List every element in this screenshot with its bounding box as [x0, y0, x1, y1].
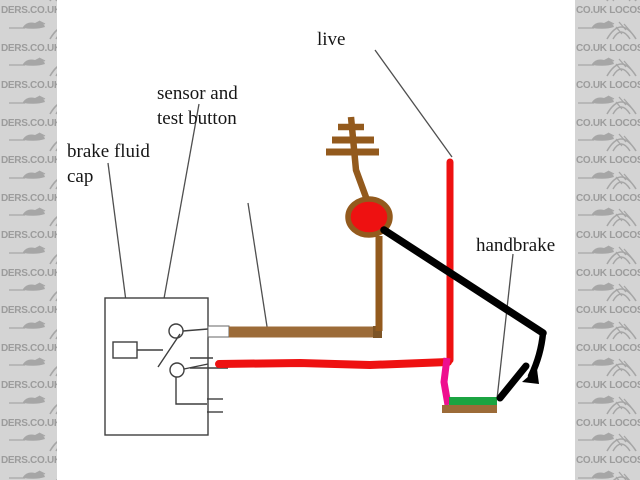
watermark-text: CO.UK LOCOST: [576, 380, 640, 391]
watermark-tile: DERS.CO.UK LO: [0, 428, 57, 466]
watermark-tile: DERS.CO.UK LO: [0, 316, 57, 354]
label-handbrake: handbrake: [476, 235, 556, 256]
watermark-text: DERS.CO.UK LO: [1, 5, 57, 16]
watermark-tile: DERS.CO.UK LO: [0, 128, 57, 166]
watermark-tile: DERS.CO.UK LO: [0, 203, 57, 241]
lever-handle: [380, 226, 547, 337]
watermark-tile: DERS.CO.UK LO: [0, 166, 57, 204]
watermark-tile: DERS.CO.UK LO: [0, 91, 57, 129]
watermark-text: CO.UK LOCOST: [576, 192, 640, 204]
label-brake-fluid: brake fluid cap: [67, 139, 150, 189]
leader-sensor-wire: [247, 202, 269, 334]
leader-lines: [107, 49, 514, 400]
leader-live: [374, 49, 453, 158]
watermark-tile: CO.UK LOCOST: [575, 16, 640, 54]
watermark-text: DERS.CO.UK LO: [1, 417, 57, 429]
watermark-text: CO.UK LOCOST: [576, 155, 640, 166]
watermark-tile: CO.UK LOCOST: [575, 353, 640, 391]
watermark-text: DERS.CO.UK LO: [1, 117, 57, 129]
switch-arm: [157, 333, 181, 368]
watermark-tile: CO.UK LOCOST: [575, 128, 640, 166]
watermark-text: DERS.CO.UK LO: [1, 455, 57, 466]
watermark-text: CO.UK LOCOST: [576, 5, 640, 16]
watermark-text: DERS.CO.UK LO: [1, 42, 57, 54]
watermark-text: DERS.CO.UK LO: [1, 192, 57, 204]
leader-brake-fluid-cap: [107, 162, 128, 310]
watermark-tile: CO.UK LOCOST: [575, 278, 640, 316]
watermark-text: CO.UK LOCOST: [576, 117, 640, 129]
watermark-text: DERS.CO.UK LO: [1, 305, 57, 316]
watermark-tile: CO.UK LOCOST: [575, 391, 640, 429]
watermark-text: CO.UK LOCOST: [576, 80, 640, 91]
watermark-tile: CO.UK LOCOST: [575, 203, 640, 241]
lever-lower-arm: [527, 329, 547, 380]
watermark-tile: DERS.CO.UK LO: [0, 353, 57, 391]
watermark-tile: DERS.CO.UK LO: [0, 16, 57, 54]
terminal-top-lead: [182, 328, 209, 332]
internal-earth-lead: [175, 377, 207, 405]
watermark-tile: DERS.CO.UK LO: [0, 0, 57, 16]
label-live: live: [317, 29, 346, 50]
watermark-tile: CO.UK LOCOST: [575, 53, 640, 91]
label-sensor-line1: sensor and: [157, 83, 238, 104]
terminal-bottom-lead: [183, 363, 209, 370]
watermark-text: DERS.CO.UK LO: [1, 155, 57, 166]
watermark-tile: DERS.CO.UK LO: [0, 241, 57, 279]
watermark-column-left: DERS.CO.UK LO DERS.CO.UK LO DERS.CO.UK L…: [0, 0, 57, 480]
watermark-column-right: CO.UK LOCOST CO.UK LOCOST CO.UK LOCOST C…: [575, 0, 640, 480]
watermark-tile: DERS.CO.UK LO: [0, 53, 57, 91]
label-sensor-line2: test button: [157, 108, 237, 129]
watermark-text: CO.UK LOCOST: [576, 267, 640, 279]
watermark-text: DERS.CO.UK LO: [1, 380, 57, 391]
watermark-text: CO.UK LOCOST: [576, 230, 640, 241]
reservoir-box-group: [104, 297, 228, 436]
handbrake-switch-contact-green: [449, 397, 497, 406]
earth-symbol: [326, 116, 379, 202]
watermark-tile: CO.UK LOCOST: [575, 91, 640, 129]
watermark-tile: CO.UK LOCOST: [575, 316, 640, 354]
feed-wire-horizontal: [215, 358, 452, 370]
watermark-text: DERS.CO.UK LO: [1, 230, 57, 241]
label-brake-fluid-line1: brake fluid: [67, 141, 150, 162]
watermark-text: DERS.CO.UK LO: [1, 267, 57, 279]
label-sensor: sensor and test button: [157, 81, 238, 131]
label-brake-fluid-line2: cap: [67, 166, 94, 187]
sensor-terminal-bottom: [169, 362, 185, 378]
lever-ratchet-arm: [496, 362, 530, 402]
handbrake-lever: [380, 226, 547, 402]
watermark-text: DERS.CO.UK LO: [1, 80, 57, 91]
watermark-tile: CO.UK LOCOST: [575, 428, 640, 466]
earth-stem: [347, 116, 371, 202]
watermark-tile: DERS.CO.UK LO: [0, 278, 57, 316]
leader-handbrake: [496, 253, 514, 400]
watermark-tile: CO.UK LOCOST: [575, 241, 640, 279]
watermark-tile: CO.UK LOCOST: [575, 166, 640, 204]
watermark-text: DERS.CO.UK LO: [1, 342, 57, 354]
watermark-text: CO.UK LOCOST: [576, 305, 640, 316]
watermark-tile: CO.UK LOCOST: [575, 466, 640, 480]
watermark-text: CO.UK LOCOST: [576, 455, 640, 466]
warning-bulb: [345, 196, 393, 238]
switch-drop-wire-pink: [440, 357, 452, 406]
watermark-tile: CO.UK LOCOST: [575, 0, 640, 16]
handbrake-switch-base-brown: [442, 405, 497, 413]
lever-pivot-arrow: [522, 369, 539, 384]
watermark-tile: DERS.CO.UK LO: [0, 466, 57, 480]
watermark-text: CO.UK LOCOST: [576, 342, 640, 354]
reservoir-box: [104, 297, 209, 436]
watermark-text: CO.UK LOCOST: [576, 42, 640, 54]
watermark-tile: DERS.CO.UK LO: [0, 391, 57, 429]
watermark-text: CO.UK LOCOST: [576, 417, 640, 429]
spade-terminal: [207, 325, 230, 338]
